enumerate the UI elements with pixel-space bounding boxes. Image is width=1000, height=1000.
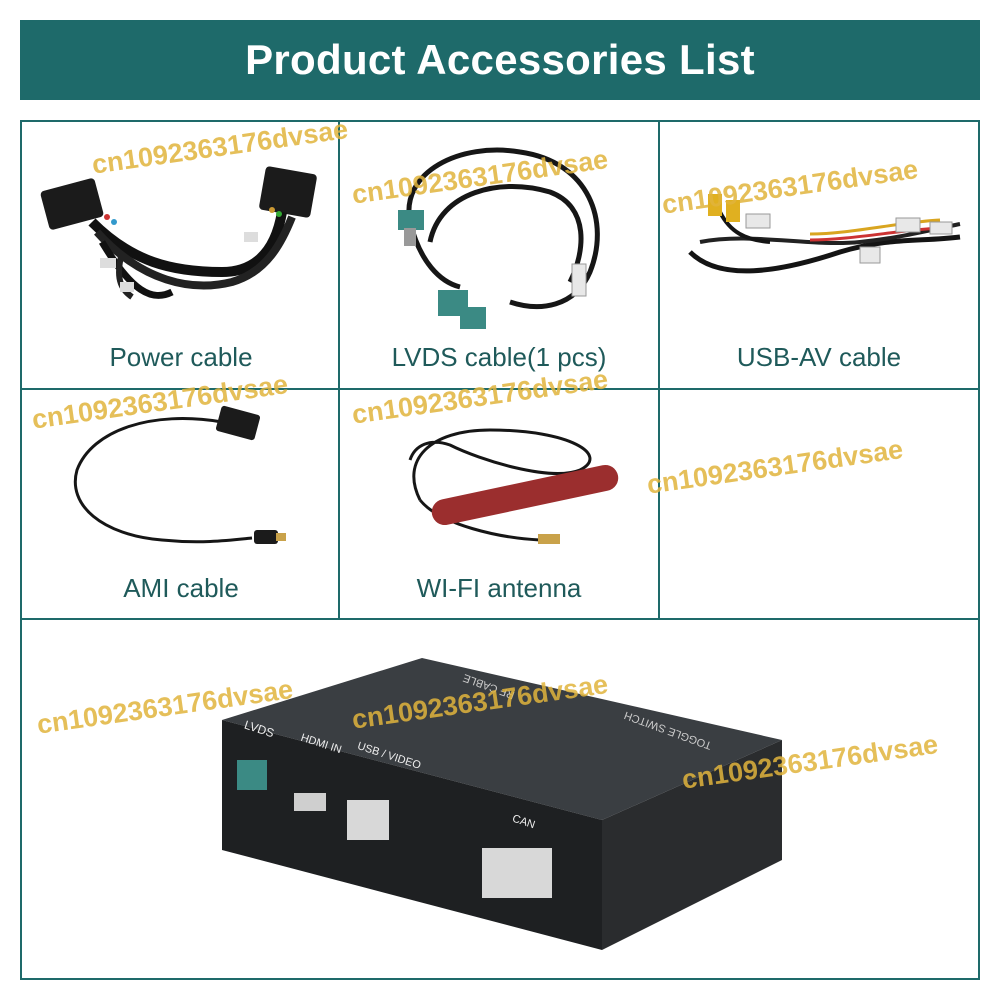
item-wifi-antenna: WI-FI antenna xyxy=(340,390,658,618)
item-label: WI-FI antenna xyxy=(416,573,582,603)
item-ami-cable: AMI cable xyxy=(22,390,340,618)
item-label: Power cable xyxy=(109,342,253,372)
page-title: Product Accessories List xyxy=(245,36,755,83)
accessories-grid: Power cable LVDS cable(1 pcs) xyxy=(20,120,980,980)
item-power-cable: Power cable xyxy=(22,122,340,388)
item-label: AMI cable xyxy=(123,573,239,603)
item-usb-av-cable: USB-AV cable xyxy=(660,122,978,388)
grid-divider xyxy=(658,122,660,618)
ami-cable-image xyxy=(73,405,286,544)
grid-divider xyxy=(338,122,340,618)
item-label: USB-AV cable xyxy=(736,342,902,372)
empty-cell xyxy=(660,390,978,618)
header-banner: Product Accessories List xyxy=(20,20,980,100)
wifi-antenna-image xyxy=(408,428,619,544)
grid-divider xyxy=(22,388,978,390)
power-cable-image xyxy=(40,166,317,300)
item-lvds-cable: LVDS cable(1 pcs) xyxy=(340,122,658,388)
item-interface-box: LVDS HDMI IN USB / VIDEO CAN TOGGLE SWIT… xyxy=(22,620,978,978)
grid-divider xyxy=(22,618,978,620)
interface-box-image xyxy=(222,658,782,950)
item-label: LVDS cable(1 pcs) xyxy=(391,342,607,372)
usb-av-cable-image xyxy=(688,194,961,274)
lvds-cable-image xyxy=(398,147,600,329)
